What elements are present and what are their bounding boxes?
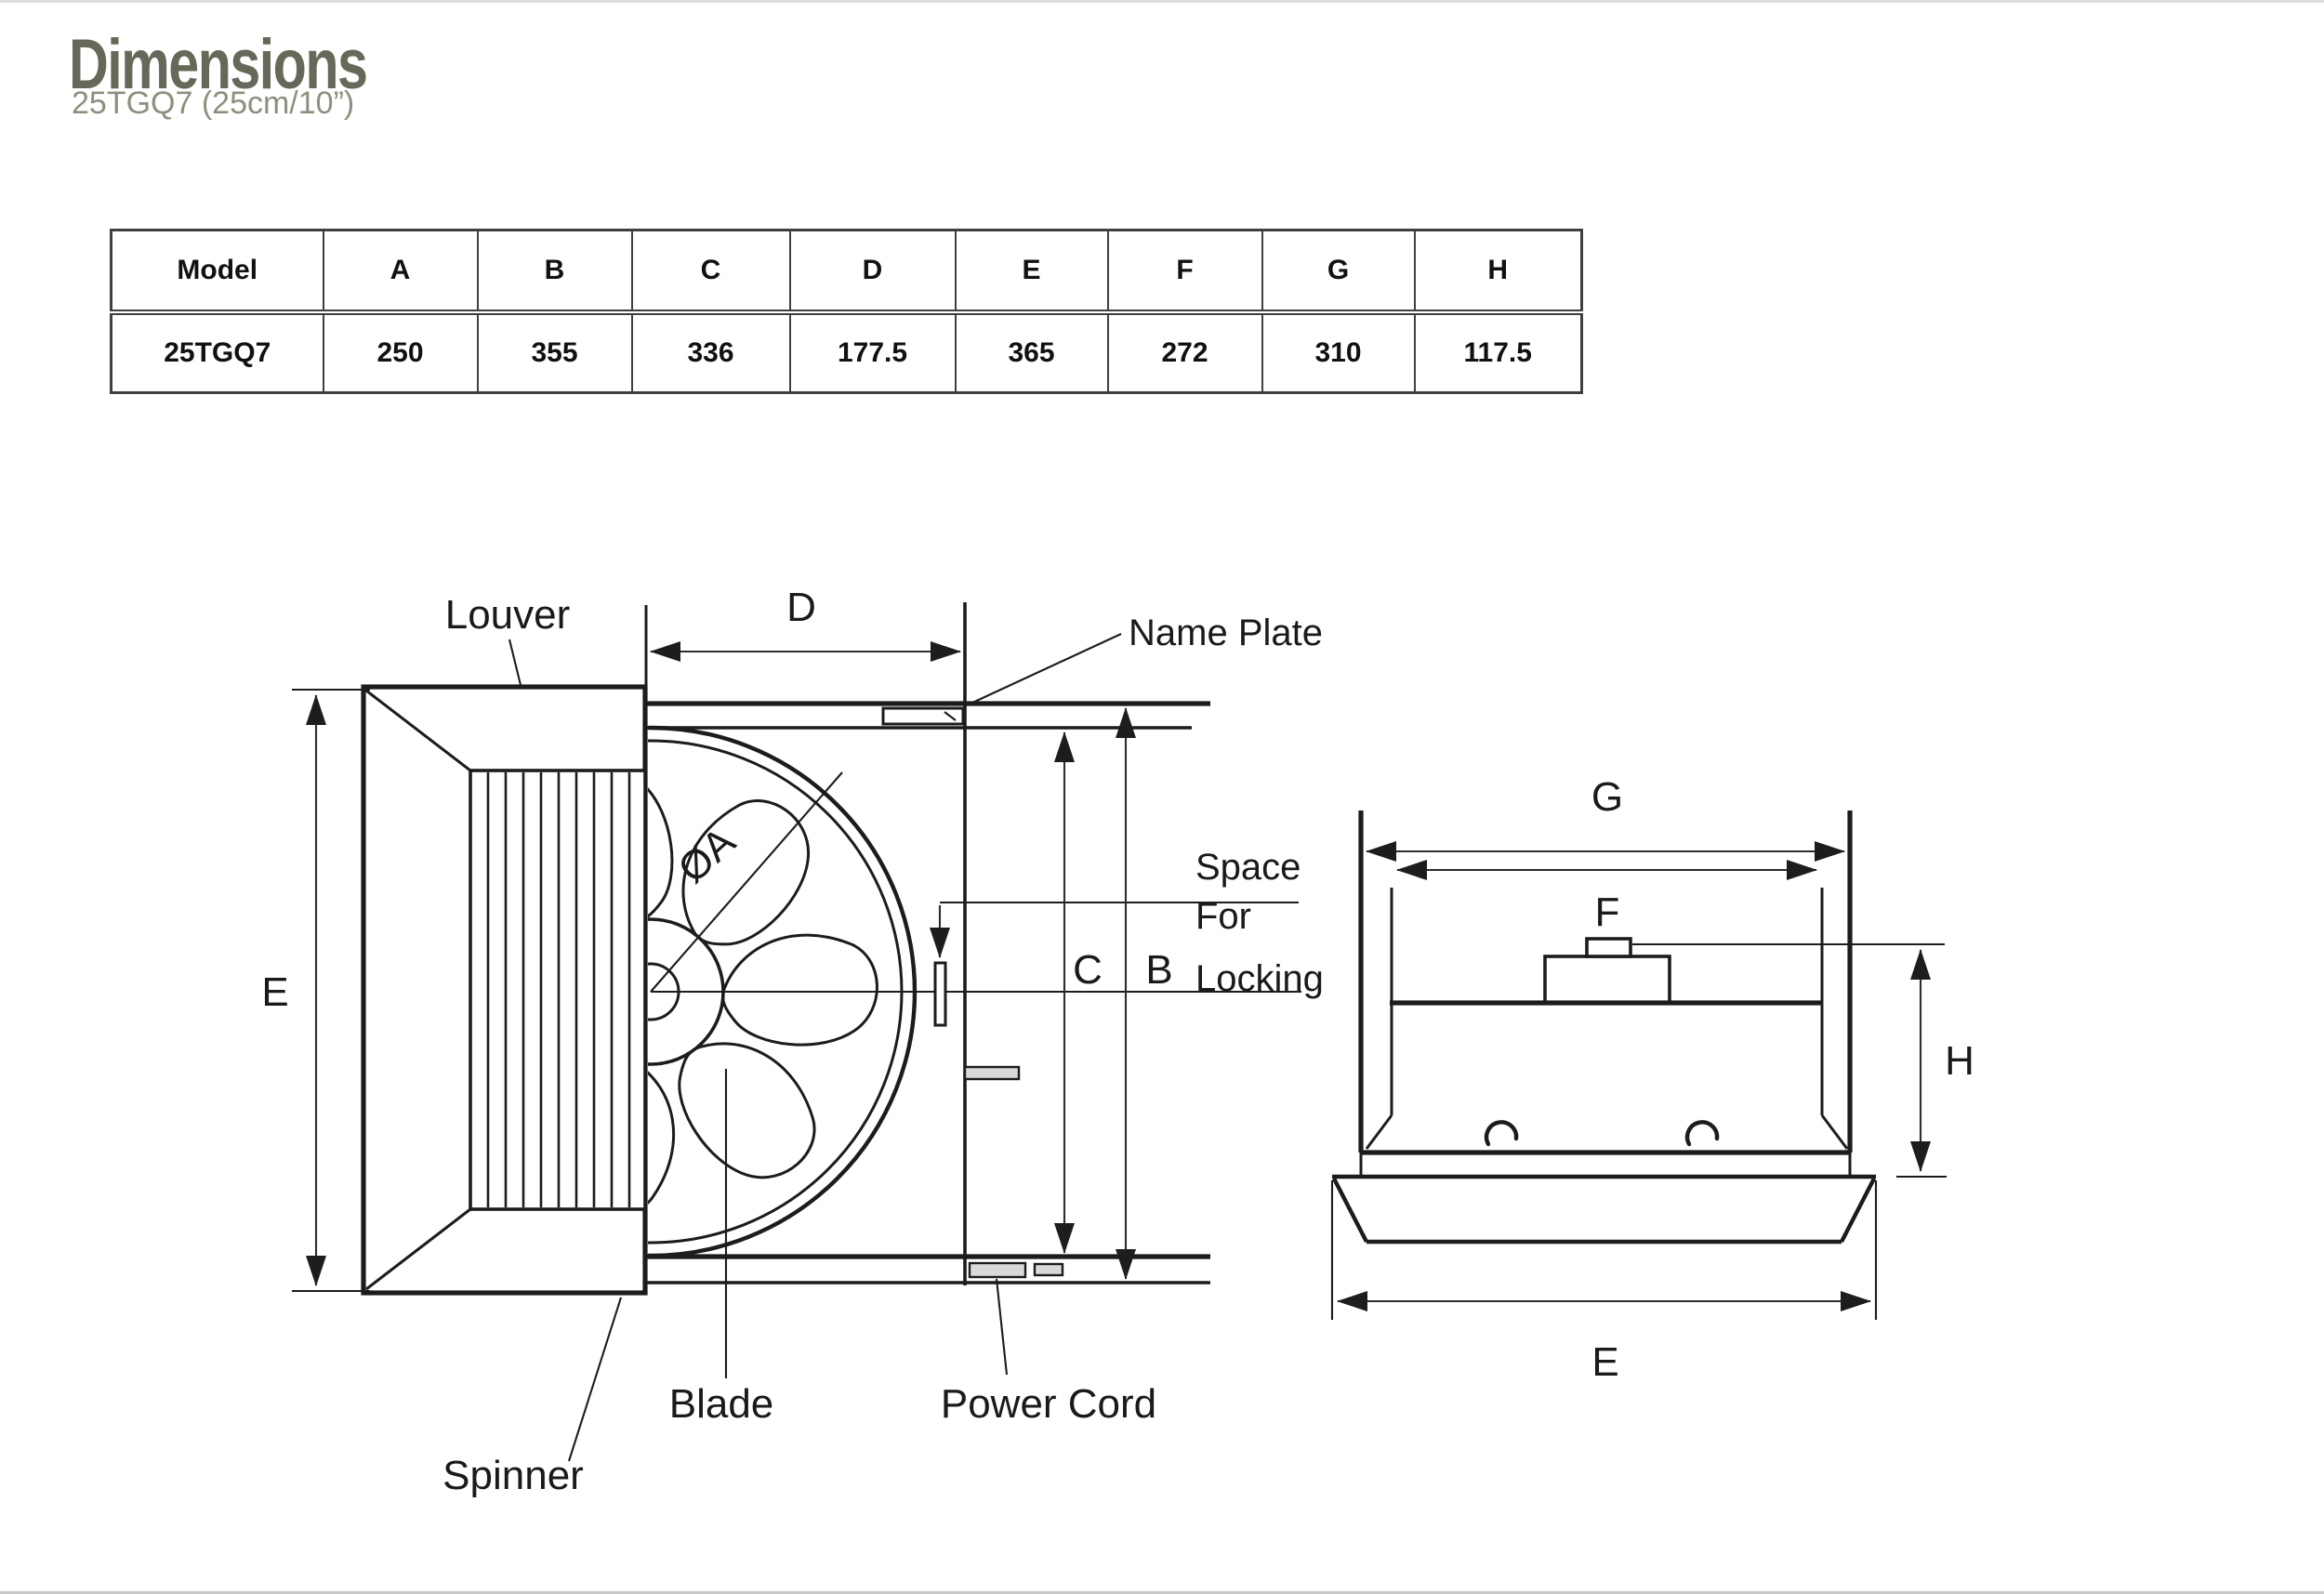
rear-chamfer-left [1365, 1114, 1393, 1150]
cell-h: 117.5 [1413, 311, 1583, 394]
side-view-drawing: ØA [261, 585, 1324, 1498]
louver-assembly [361, 684, 648, 1296]
space-for-locking-label-1: Space [1195, 847, 1301, 888]
model-subtitle: 25TGQ7 (25cm/10”) [72, 86, 355, 121]
table-header-c: C [630, 229, 791, 315]
page-bottom-edge [0, 1591, 2324, 1594]
spinner-label: Spinner [442, 1453, 584, 1498]
name-plate-leader [970, 633, 1122, 705]
diameter-a-line [650, 771, 843, 993]
cell-c: 336 [630, 311, 791, 394]
louver-flange [1332, 1174, 1876, 1245]
fan-housing [644, 602, 1210, 1285]
page-title: Dimensions [69, 25, 368, 104]
clamp-hook-left [1484, 1120, 1519, 1147]
cell-g: 310 [1261, 311, 1416, 394]
dim-f-label: F [1595, 889, 1620, 935]
table-header-f: F [1106, 229, 1263, 315]
power-cord-leader [995, 1278, 1009, 1376]
cell-a: 250 [322, 311, 479, 394]
spinner-leader [567, 1297, 623, 1462]
space-for-locking-label-2: For [1195, 896, 1251, 937]
terminal-box [1543, 955, 1671, 1005]
table-header-h: H [1413, 229, 1583, 315]
terminal-box-cap [1585, 937, 1632, 958]
rear-view-drawing: G F [1330, 774, 1974, 1385]
dimension-table: Model A B C D E F G H 25TGQ7 250 355 336… [110, 229, 1583, 394]
dim-b-label: B [1145, 947, 1172, 993]
space-for-locking-label-3: Locking [1195, 958, 1324, 999]
table-header-model: Model [110, 229, 324, 315]
cell-d: 177.5 [788, 311, 957, 394]
louver-leader [508, 639, 522, 686]
blade-label: Blade [669, 1381, 774, 1427]
table-header-g: G [1261, 229, 1416, 315]
clamp-hook-right [1684, 1120, 1720, 1147]
cell-e: 365 [954, 311, 1109, 394]
power-cord-label: Power Cord [941, 1381, 1156, 1427]
dim-g-label: G [1591, 774, 1623, 820]
table-header-row: Model A B C D E F G H [110, 229, 1583, 315]
name-plate-rect [881, 706, 965, 726]
dim-e-label: E [261, 969, 288, 1015]
page-top-edge [0, 0, 2324, 3]
cell-model: 25TGQ7 [110, 311, 324, 394]
fan-blades [648, 757, 878, 1227]
louver-bottom-bevel [365, 1207, 471, 1291]
name-plate-tick [944, 711, 957, 721]
table-header-e: E [954, 229, 1109, 315]
dim-h-label: H [1945, 1038, 1974, 1084]
dim-e2-label: E [1591, 1339, 1618, 1385]
rear-chamfer-right [1820, 1114, 1849, 1150]
flange-slant-left [1332, 1177, 1368, 1244]
name-plate-label: Name Plate [1129, 613, 1323, 653]
table-header-b: B [476, 229, 633, 315]
flange-slant-right [1840, 1177, 1876, 1244]
locking-slot [933, 961, 947, 1027]
dim-c-label: C [1073, 947, 1103, 993]
table-header-a: A [322, 229, 479, 315]
table-header-d: D [788, 229, 957, 315]
mounting-tab [963, 1065, 1021, 1081]
cell-b: 355 [476, 311, 633, 394]
power-cord-plug [968, 1261, 1027, 1279]
louver-label: Louver [445, 592, 571, 638]
louver-top-bevel [365, 689, 471, 772]
cell-f: 272 [1106, 311, 1263, 394]
louver-slats [486, 772, 631, 1207]
power-cord-grommet [1033, 1262, 1064, 1277]
fan-blade [721, 933, 878, 1047]
table-data-row: 25TGQ7 250 355 336 177.5 365 272 310 117… [110, 311, 1583, 394]
dim-d-label: D [786, 585, 816, 630]
